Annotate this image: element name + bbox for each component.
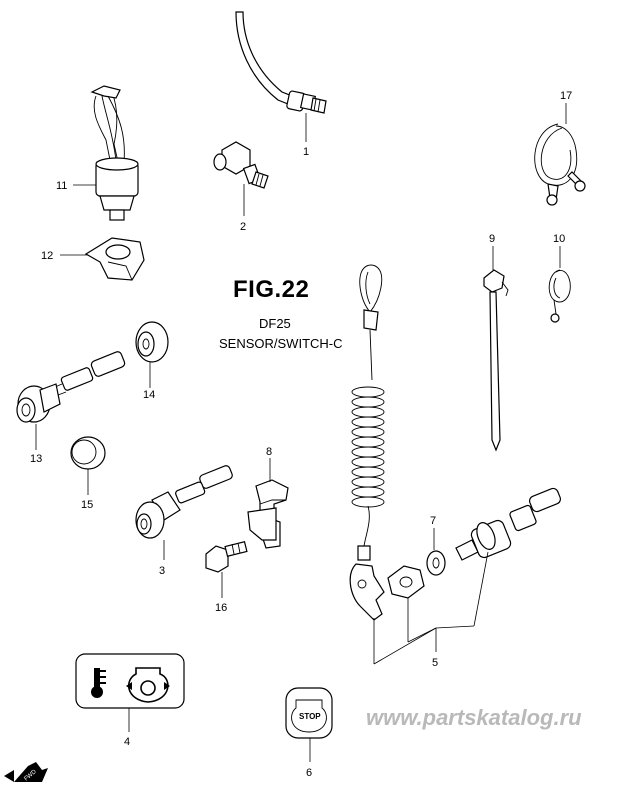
part-10-clip (548, 269, 571, 323)
svg-text:11: 11 (56, 180, 67, 192)
svg-text:17: 17 (560, 90, 572, 102)
svg-text:14: 14 (143, 389, 155, 401)
callout-1: 1 (303, 113, 309, 158)
svg-text:2: 2 (240, 221, 246, 233)
coil-spring (351, 386, 385, 508)
callout-2: 2 (240, 184, 246, 233)
part-6-stop-label: STOP (285, 687, 333, 739)
part-2-sensor (213, 141, 269, 189)
svg-text:1: 1 (303, 146, 309, 158)
part-17-clip (534, 123, 586, 206)
callout-14: 14 (143, 362, 155, 401)
callout-6: 6 (306, 738, 312, 779)
callout-10: 10 (553, 233, 565, 268)
svg-text:9: 9 (489, 233, 495, 245)
part-9-cable-tie (483, 269, 509, 452)
oil-pressure-icon (126, 667, 170, 703)
callout-5: 5 (432, 657, 438, 669)
callout-9: 9 (489, 233, 495, 270)
part-1-sensor (235, 11, 327, 114)
svg-text:3: 3 (159, 565, 165, 577)
callout-17: 17 (560, 90, 572, 124)
part-11-switch (90, 85, 139, 221)
callout-4: 4 (124, 708, 130, 748)
callout-16: 16 (215, 572, 227, 614)
figure-model: DF25 (259, 316, 291, 331)
part-15-cap (70, 436, 106, 470)
svg-text:10: 10 (553, 233, 565, 245)
part-4-label (75, 653, 185, 709)
callout-11: 11 (56, 180, 96, 192)
callout-8: 8 (266, 446, 272, 482)
fwd-arrow-icon: FWD (4, 762, 48, 782)
callout-12: 12 (41, 250, 88, 262)
svg-text:6: 6 (306, 767, 312, 779)
figure-subtitle: SENSOR/SWITCH-C (219, 336, 343, 351)
figure-title: FIG.22 (233, 276, 310, 303)
callout-3: 3 (159, 540, 165, 577)
svg-text:16: 16 (215, 602, 227, 614)
svg-text:13: 13 (30, 453, 42, 465)
part-13-sensor (16, 351, 126, 423)
svg-text:5: 5 (432, 657, 438, 669)
stop-text: STOP (299, 712, 321, 721)
svg-text:4: 4 (124, 736, 130, 748)
part-16-bolt (205, 541, 248, 573)
part-12-bracket (84, 237, 145, 281)
svg-text:15: 15 (81, 499, 93, 511)
svg-text:8: 8 (266, 446, 272, 458)
part-14-grommet (135, 321, 169, 363)
callout-7: 7 (430, 515, 436, 550)
callout-13: 13 (30, 424, 42, 465)
watermark: www.partskatalog.ru (366, 705, 582, 730)
svg-text:7: 7 (430, 515, 436, 527)
part-8-bracket (247, 479, 289, 549)
callout-15: 15 (81, 469, 93, 511)
svg-text:12: 12 (41, 250, 53, 262)
part-3-sensor (135, 465, 233, 539)
thermometer-icon (91, 668, 106, 698)
part-5-lanyard (349, 264, 561, 665)
